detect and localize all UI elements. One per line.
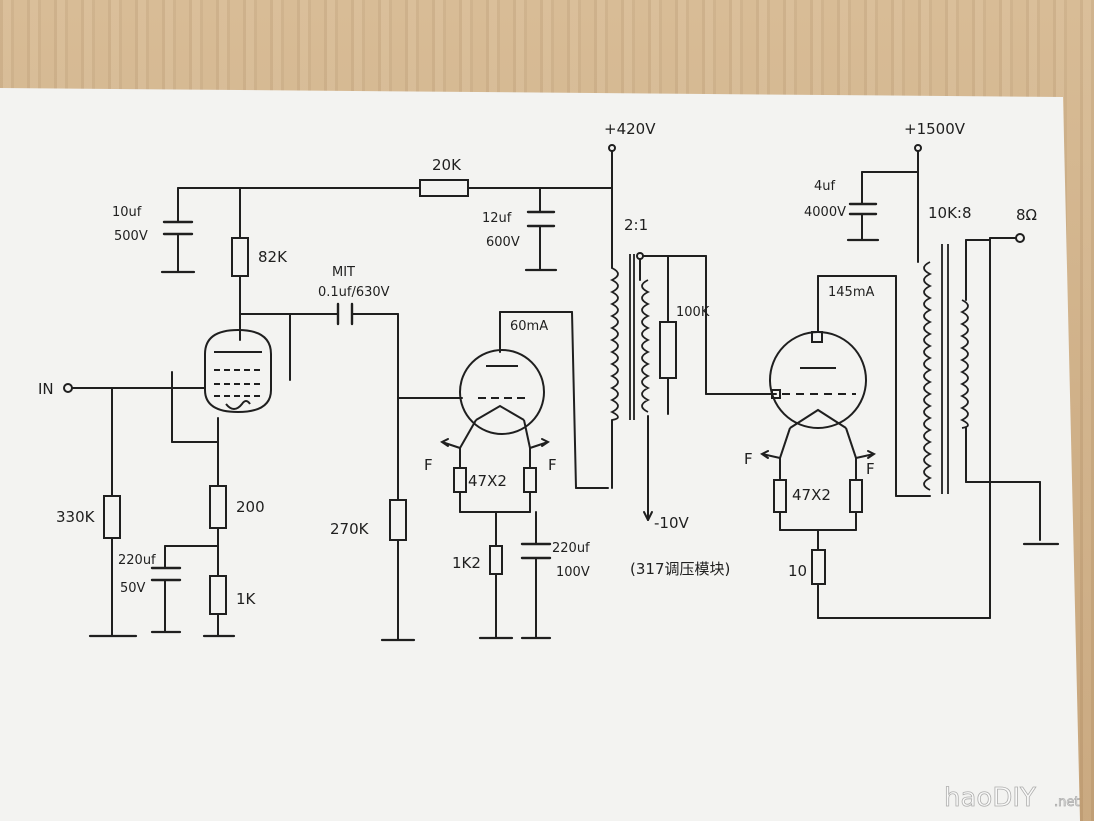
terminals: [63, 144, 1025, 393]
c-12uf-voltage: 600V: [486, 235, 520, 250]
capacitor-symbols: [150, 202, 878, 582]
tube-output-triode: [769, 331, 867, 459]
b-plus-1500-terminal: [914, 144, 922, 152]
r-200-label: 200: [236, 498, 265, 516]
c-220uf-a-value: 220uf: [118, 553, 156, 568]
c-mit-brand: MIT: [332, 265, 355, 280]
filament-f-left-a: F: [424, 456, 433, 474]
resistor-symbols: [103, 179, 863, 615]
c-4uf-value: 4uf: [814, 179, 836, 194]
c-4uf-voltage: 4000V: [804, 205, 846, 220]
supply-neg10v-label: -10V: [654, 514, 689, 532]
r-330k-label: 330K: [56, 508, 96, 526]
supply-420v-label: +420V: [604, 120, 656, 138]
c-10uf-value: 10uf: [112, 205, 142, 220]
resistor-47x2-a-right: [523, 467, 537, 493]
filament-f-right-b: F: [866, 460, 875, 478]
b-plus-420-terminal: [608, 144, 616, 152]
c-220uf-b-value: 220uf: [552, 541, 590, 556]
speaker-terminal: [1015, 233, 1025, 243]
interstage-secondary-coil: [641, 279, 651, 413]
tube-driver-triode: [459, 349, 545, 449]
paper-sheet: [0, 88, 1080, 821]
resistor-47x2-b-left: [773, 479, 787, 513]
r-20k-label: 20K: [432, 156, 462, 174]
transformer-coils: [609, 244, 969, 494]
r-100k-label: 100K: [676, 305, 710, 320]
labels: +420V +1500V -10V IN 8Ω 20K 10uf 500V 82…: [38, 120, 1037, 608]
resistor-47x2-b-right: [849, 479, 863, 513]
interstage-secondary-dot: [636, 252, 644, 260]
resistor-100k: [659, 321, 677, 379]
r-1k-label: 1K: [236, 590, 257, 608]
c-10uf-voltage: 500V: [114, 229, 148, 244]
r-270k-label: 270K: [330, 520, 370, 538]
r-82k-label: 82K: [258, 248, 288, 266]
resistor-10: [811, 549, 826, 585]
r-1k2-label: 1K2: [452, 554, 481, 572]
ground-symbols: [88, 238, 1060, 642]
c-12uf-value: 12uf: [482, 211, 512, 226]
r-47x2-b-label: 47X2: [792, 486, 831, 504]
input-label: IN: [38, 380, 54, 398]
regulator-module-note: (317调压模块): [630, 560, 730, 578]
resistor-200: [209, 485, 227, 529]
r-47x2-a-label: 47X2: [468, 472, 507, 490]
c-mit-value: 0.1uf/630V: [318, 285, 390, 300]
watermark-suffix: .net: [1054, 795, 1079, 810]
output-transformer-ratio: 10K:8: [928, 204, 972, 222]
interstage-ratio-label: 2:1: [624, 216, 648, 234]
output-primary-coil: [923, 261, 933, 491]
resistor-1k2: [489, 545, 503, 575]
filament-f-left-b: F: [744, 450, 753, 468]
filament-arrows: [440, 438, 876, 521]
resistor-47x2-a-left: [453, 467, 467, 493]
interstage-primary-coil: [609, 267, 619, 421]
resistor-1k: [209, 575, 227, 615]
supply-1500v-label: +1500V: [904, 120, 966, 138]
tube-input-pentode: [204, 328, 272, 414]
resistor-20k: [419, 179, 469, 197]
r-10-label: 10: [788, 562, 807, 580]
c-220uf-b-voltage: 100V: [556, 565, 590, 580]
resistor-270k: [389, 499, 407, 541]
resistor-82k: [231, 237, 249, 277]
input-terminal: [63, 383, 73, 393]
resistor-330k: [103, 495, 121, 539]
watermark-brand: haoDIY: [944, 783, 1036, 813]
circuit-wires: [71, 149, 1041, 641]
output-8ohm-label: 8Ω: [1016, 206, 1037, 224]
filament-f-right-a: F: [548, 456, 557, 474]
output-secondary-coil: [959, 299, 969, 429]
driver-current-label: 60mA: [510, 319, 548, 334]
output-current-label: 145mA: [828, 285, 874, 300]
c-220uf-a-voltage: 50V: [120, 581, 146, 596]
